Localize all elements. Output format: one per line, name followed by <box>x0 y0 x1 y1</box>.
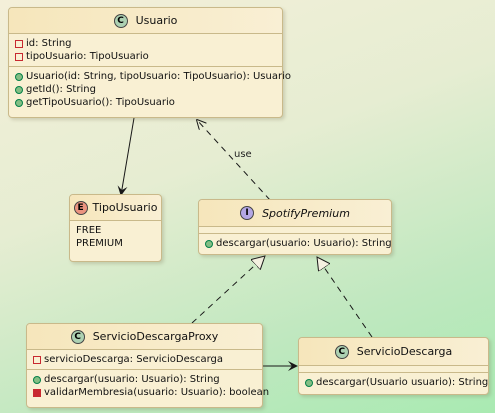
class-usuario[interactable]: C Usuario id: String tipoUsuario: TipoUs… <box>8 7 291 118</box>
class-usuario-attributes: id: String tipoUsuario: TipoUsuario <box>9 34 282 67</box>
class-usuario-header: C Usuario <box>9 8 282 34</box>
attribute: id: String <box>26 38 72 49</box>
private-field-icon <box>15 52 23 61</box>
public-method-icon <box>15 98 23 107</box>
enum-tipousuario-header: E TipoUsuario <box>70 195 161 221</box>
class-badge-icon: C <box>70 329 85 344</box>
public-method-icon <box>15 72 23 81</box>
interface-badge-icon: I <box>240 206 255 220</box>
private-field-icon <box>15 39 23 48</box>
enum-tipousuario[interactable]: E TipoUsuario FREE PREMIUM <box>69 194 162 262</box>
public-method-icon <box>205 239 213 248</box>
association-usuario-tipousuario <box>117 117 135 196</box>
attribute: servicioDescarga: ServicioDescarga <box>44 354 224 365</box>
class-usuario-methods: Usuario(id: String, tipoUsuario: TipoUsu… <box>9 67 291 112</box>
class-serviciodescarga[interactable]: C ServicioDescarga descargar(Usuario usu… <box>298 337 489 395</box>
interface-spotifypremium-name: SpotifyPremium <box>262 206 350 220</box>
public-method-icon <box>15 85 23 94</box>
class-usuario-name: Usuario <box>135 14 178 27</box>
realization-proxy <box>191 256 265 324</box>
public-method-icon <box>33 375 41 384</box>
enum-value: FREE <box>76 225 102 236</box>
attribute: tipoUsuario: TipoUsuario <box>26 51 149 62</box>
class-proxy-attributes: servicioDescarga: ServicioDescarga <box>27 350 262 370</box>
enum-tipousuario-values: FREE PREMIUM <box>70 221 161 253</box>
class-badge-icon: C <box>113 13 128 28</box>
interface-spotifypremium-header: I SpotifyPremium <box>199 200 391 227</box>
method: descargar(usuario: Usuario): String <box>216 238 392 249</box>
enum-value: PREMIUM <box>76 238 123 249</box>
class-proxy-name: ServicioDescargaProxy <box>92 330 219 343</box>
interface-spotifypremium[interactable]: I SpotifyPremium descargar(usuario: Usua… <box>198 199 392 255</box>
use-label: use <box>234 149 252 160</box>
realization-servicio <box>317 257 373 338</box>
method: getTipoUsuario(): TipoUsuario <box>26 97 175 108</box>
private-field-icon <box>33 355 41 364</box>
method: descargar(Usuario usuario): String <box>316 377 489 388</box>
dependency-use <box>197 120 271 201</box>
class-proxy-header: C ServicioDescargaProxy <box>27 324 262 350</box>
method: Usuario(id: String, tipoUsuario: TipoUsu… <box>26 71 291 82</box>
class-badge-icon: C <box>334 344 349 359</box>
method: validarMembresia(usuario: Usuario): bool… <box>44 387 270 398</box>
class-proxy-methods: descargar(usuario: Usuario): String vali… <box>27 370 269 402</box>
method: descargar(usuario: Usuario): String <box>44 374 220 385</box>
public-method-icon <box>305 378 313 387</box>
class-servicio-header: C ServicioDescarga <box>299 338 488 366</box>
class-servicio-name: ServicioDescarga <box>356 345 453 358</box>
enum-badge-icon: E <box>73 200 88 215</box>
private-method-icon <box>33 388 41 397</box>
class-serviciodescargaproxy[interactable]: C ServicioDescargaProxy servicioDescarga… <box>26 323 269 408</box>
method: getId(): String <box>26 84 96 95</box>
interface-spotifypremium-methods: descargar(usuario: Usuario): String <box>199 233 392 253</box>
class-servicio-methods: descargar(Usuario usuario): String <box>299 372 488 392</box>
enum-tipousuario-name: TipoUsuario <box>92 201 158 214</box>
